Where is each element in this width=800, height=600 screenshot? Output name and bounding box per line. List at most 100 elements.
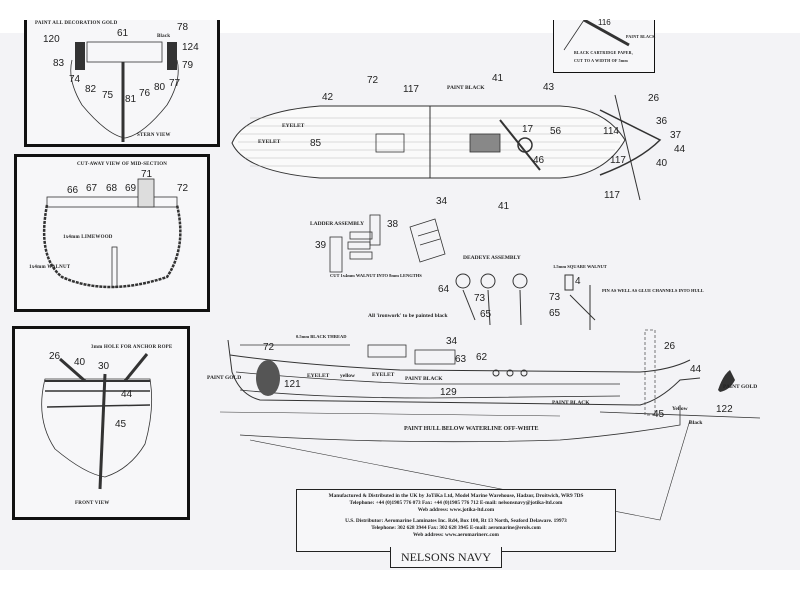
waterline-note: PAINT HULL BELOW WATERLINE OFF-WHITE bbox=[404, 426, 539, 432]
front-view-caption: FRONT VIEW bbox=[75, 501, 110, 506]
callout: 63 bbox=[455, 354, 467, 365]
callout: 80 bbox=[154, 82, 166, 93]
callout: 75 bbox=[102, 90, 114, 101]
callout: 77 bbox=[169, 78, 181, 89]
deck-eyelet-label: EYELET bbox=[282, 123, 305, 129]
cartridge-caption-1: BLACK CARTRIDGE PAPER, bbox=[574, 50, 633, 55]
callout: 44 bbox=[674, 144, 686, 155]
black-thread-note: 0.5mm BLACK THREAD bbox=[296, 334, 347, 339]
manufacturer-info-box: Manufactured & Distributed in the UK by … bbox=[296, 489, 616, 552]
uk-distributor-line: Manufactured & Distributed in the UK by … bbox=[328, 493, 584, 499]
callout: 68 bbox=[106, 183, 118, 194]
callout: 65 bbox=[480, 309, 492, 320]
callout: 79 bbox=[182, 60, 194, 71]
ironwork-note: All 'ironwork' to be painted black bbox=[368, 313, 448, 319]
callout: 42 bbox=[322, 92, 334, 103]
callout: 73 bbox=[474, 293, 486, 304]
callout: 66 bbox=[67, 185, 79, 196]
uk-contact-line: Telephone: +44 (0)1905 776 073 Fax: +44 … bbox=[349, 500, 563, 506]
callout: 62 bbox=[476, 352, 488, 363]
callout: 120 bbox=[43, 34, 60, 45]
callout: 40 bbox=[656, 158, 668, 169]
callout: 26 bbox=[49, 351, 61, 362]
callout: 122 bbox=[716, 404, 733, 415]
stern-view-drawing bbox=[70, 41, 179, 142]
stern-view-caption: STERN VIEW bbox=[137, 133, 171, 138]
paint-gold-right-label: PAINT GOLD bbox=[723, 384, 758, 390]
callout: 44 bbox=[690, 364, 702, 375]
ladder-cut-note: CUT 1x4mm WALNUT INTO 8mm LENGTHS bbox=[330, 273, 422, 278]
deck-paint-black-label: PAINT BLACK bbox=[447, 85, 485, 91]
us-contact-line: Telephone: 302 628 3944 Fax: 302 628 394… bbox=[371, 525, 541, 531]
callout: 124 bbox=[182, 42, 199, 53]
side-paint-black-label: PAINT BLACK bbox=[552, 400, 590, 406]
callout: 41 bbox=[492, 73, 504, 84]
cartridge-panel: 116 PAINT BLACK BLACK CARTRIDGE PAPER, C… bbox=[553, 18, 656, 73]
walnut-note: 1x4mm WALNUT bbox=[29, 265, 71, 270]
callout: 61 bbox=[117, 28, 129, 39]
callout: 76 bbox=[139, 88, 151, 99]
mid-section-caption: CUT-AWAY VIEW OF MID-SECTION bbox=[77, 162, 168, 167]
square-walnut-note: 1.5mm SQUARE WALNUT bbox=[553, 264, 607, 269]
callout: 17 bbox=[522, 124, 534, 135]
callout: 71 bbox=[141, 169, 153, 180]
callout: 41 bbox=[498, 201, 510, 212]
callout: 36 bbox=[656, 116, 668, 127]
anchor-hole-note: 3mm HOLE FOR ANCHOR ROPE bbox=[91, 345, 173, 350]
brand-title: NELSONS NAVY bbox=[390, 547, 502, 568]
callout: 85 bbox=[310, 138, 322, 149]
callout: 72 bbox=[367, 75, 379, 86]
callout: 81 bbox=[125, 94, 137, 105]
callout: 121 bbox=[284, 379, 301, 390]
mid-section-drawing bbox=[42, 178, 182, 289]
cartridge-caption-2: CUT TO A WIDTH OF 5mm bbox=[574, 58, 628, 63]
callout: 82 bbox=[85, 84, 97, 95]
callout: 40 bbox=[74, 357, 86, 368]
limewood-note: 1x4mm LIMEWOOD bbox=[63, 235, 113, 240]
front-view-drawing bbox=[41, 353, 153, 490]
us-distributor-line: U.S. Distributor: Aeromarine Laminates I… bbox=[345, 518, 567, 524]
side-paint-black-label: PAINT BLACK bbox=[405, 376, 443, 382]
glue-channels-note: PIN AS WELL AS GLUE CHANNELS INTO HULL bbox=[602, 288, 704, 293]
deadeye-assembly-title: DEADEYE ASSEMBLY bbox=[463, 255, 521, 261]
side-eyelet-label: EYELET bbox=[372, 372, 395, 378]
callout: 44 bbox=[121, 389, 133, 400]
callout: 114 bbox=[603, 126, 619, 137]
callout: 30 bbox=[98, 361, 110, 372]
front-view-panel: 3mm HOLE FOR ANCHOR ROPE 26 40 30 44 45 … bbox=[12, 326, 190, 520]
callout: 117 bbox=[610, 155, 626, 166]
callout: 37 bbox=[670, 130, 682, 141]
callout: 43 bbox=[543, 82, 555, 93]
callout: 64 bbox=[438, 284, 450, 295]
callout: 38 bbox=[387, 219, 399, 230]
yellow-bow-label: Yellow bbox=[672, 406, 688, 412]
mid-section-panel: CUT-AWAY VIEW OF MID-SECTION 66 67 68 69… bbox=[14, 154, 210, 312]
callout: 117 bbox=[604, 190, 620, 201]
callout: 78 bbox=[177, 22, 189, 33]
callout: 83 bbox=[53, 58, 65, 69]
deck-eyelet-label: EYELET bbox=[258, 139, 281, 145]
callout: 39 bbox=[315, 240, 327, 251]
black-bow-label: Black bbox=[689, 420, 703, 426]
callout: 129 bbox=[440, 387, 457, 398]
callout: 45 bbox=[653, 409, 665, 420]
callout: 46 bbox=[533, 155, 545, 166]
callout: 74 bbox=[69, 74, 81, 85]
callout: 56 bbox=[550, 126, 562, 137]
stern-black-caption: Black bbox=[157, 34, 171, 39]
callout: 67 bbox=[86, 183, 98, 194]
callout: 72 bbox=[263, 342, 275, 353]
side-eyelet-label: EYELET bbox=[307, 373, 330, 379]
callout: 73 bbox=[549, 292, 561, 303]
stern-view-panel: PAINT ALL DECORATION GOLD Black 61 78 12… bbox=[24, 20, 220, 147]
uk-web-line: Web address: www.jotika-ltd.com bbox=[417, 507, 495, 513]
callout: 34 bbox=[436, 196, 448, 207]
paint-gold-left-label: PAINT GOLD bbox=[207, 375, 242, 381]
yellow-label: yellow bbox=[340, 373, 355, 379]
callout: 65 bbox=[549, 308, 561, 319]
us-web-line: Web address: www.aeromarinerc.com bbox=[413, 532, 499, 538]
cartridge-drawing bbox=[563, 20, 630, 51]
callout: 34 bbox=[446, 336, 458, 347]
cartridge-paint-note: PAINT BLACK bbox=[626, 34, 656, 39]
